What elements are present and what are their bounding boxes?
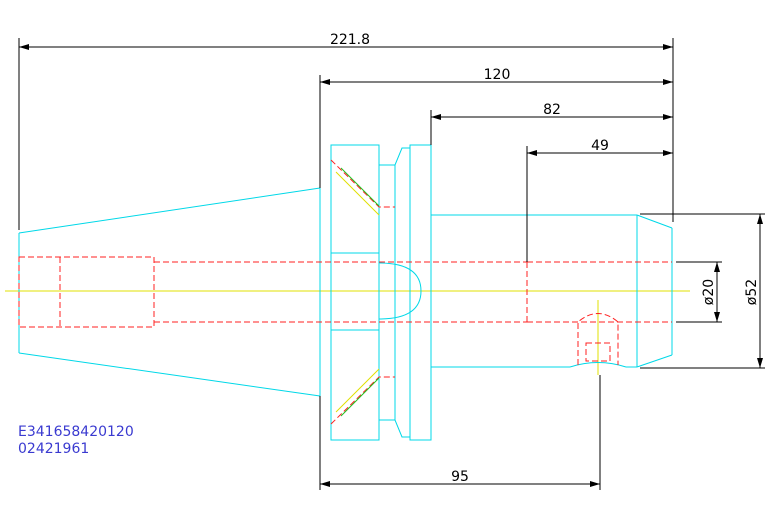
flange [330, 144, 432, 441]
hidden-lines [18, 159, 672, 425]
dim-bore-diameter: ø20 [701, 279, 717, 305]
dim-flange-to-screw: 95 [451, 469, 469, 485]
dim-flange-to-end: 120 [484, 67, 511, 83]
dim-bore-depth: 49 [591, 138, 609, 154]
part-code-line-2: 02421961 [18, 441, 90, 457]
dim-collar-to-end: 82 [543, 102, 561, 118]
tool-body [378, 214, 673, 368]
dimension-lines [19, 44, 763, 487]
taper-shank [18, 187, 321, 397]
thread-lines [335, 167, 380, 417]
dim-nose-diameter: ø52 [744, 279, 760, 305]
part-code-line-1: E341658420120 [18, 424, 134, 440]
dim-overall-length: 221.8 [330, 32, 370, 48]
